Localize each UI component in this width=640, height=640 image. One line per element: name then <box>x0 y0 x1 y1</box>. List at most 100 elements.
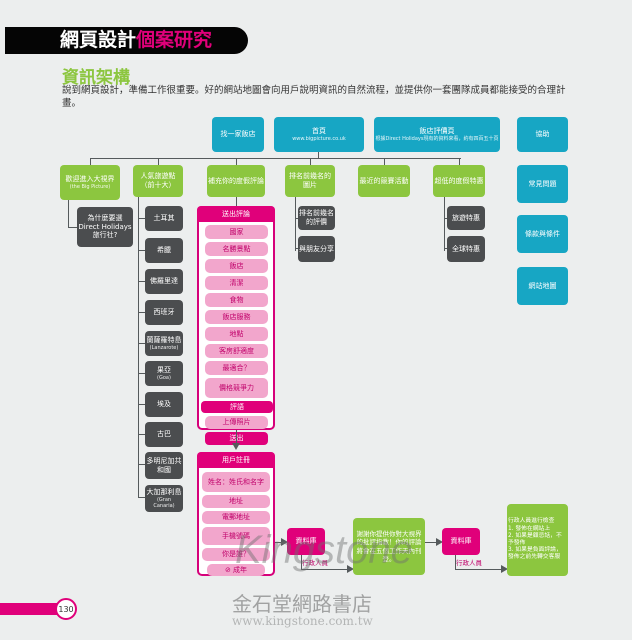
top-nav-box-1-sublabel: www.bigpicture.co.uk <box>292 135 346 142</box>
destination-item[interactable]: 古巴 <box>145 422 183 447</box>
comment-button[interactable]: 評語 <box>201 401 273 413</box>
review-field[interactable]: 價格競爭力 <box>205 378 268 398</box>
review-field-label: 客房舒適度 <box>219 346 254 355</box>
welcome-child[interactable]: 為什麼要選Direct Holidays旅行社? <box>77 207 133 247</box>
register-field-label: 地址 <box>229 497 243 506</box>
connector-line <box>236 197 237 206</box>
register-form-title-label: 用戶註冊 <box>222 455 250 464</box>
destination-item-label: 埃及 <box>157 400 171 409</box>
deals-child-label: 旅遊特惠 <box>452 213 480 222</box>
section-box-1[interactable]: 人氣旅遊點（前十大） <box>133 165 183 197</box>
help-item-1[interactable]: 條款與條件 <box>517 215 568 253</box>
thanks-message-box-label: 謝謝你提供你對大視界的批評指教！你的評論將會在五個工作天內刊登。 <box>356 530 422 563</box>
page-number-bar <box>0 603 58 615</box>
destination-item[interactable]: 大加那利島(Gran Canaria) <box>145 485 183 512</box>
register-field-label: 電郵地址 <box>222 513 250 522</box>
top-nav-box-2[interactable]: 飯店評價頁根據Direct Holidays現有的資料來看，約有四百五十頁 <box>374 117 500 152</box>
destination-item-label: 希臘 <box>157 246 171 255</box>
review-form-title: 送出評論 <box>197 206 275 222</box>
database-box-2: 資料庫 <box>442 528 480 555</box>
section-box-3[interactable]: 排名前幾名的圖片 <box>285 165 335 197</box>
upload-photo-button[interactable]: 上傳照片 <box>205 416 268 429</box>
destination-item-label: 佛羅里達 <box>150 277 178 286</box>
deals-child[interactable]: 全球特惠 <box>447 236 485 262</box>
destination-item[interactable]: 蘭薩羅特島(Lanzarote) <box>145 331 183 356</box>
chapter-title-bar: 網頁設計個案研究 <box>5 27 248 54</box>
register-field[interactable]: 姓名：姓氏和名字 <box>202 472 270 492</box>
section-box-5[interactable]: 超低的度假特惠 <box>433 165 485 197</box>
help-item-2[interactable]: 網站地圖 <box>517 267 568 305</box>
ranking-child[interactable]: 與朋友分享 <box>298 236 335 262</box>
top-nav-box-3-label: 協助 <box>535 130 550 139</box>
section-box-0[interactable]: 歡迎進入大視界(the Big Picture) <box>60 165 120 200</box>
top-nav-box-3[interactable]: 協助 <box>517 117 568 152</box>
destination-item[interactable]: 多明尼加共和國 <box>145 452 183 479</box>
destination-item[interactable]: 埃及 <box>145 392 183 417</box>
section-box-2[interactable]: 補充你的度假評論 <box>207 165 265 197</box>
destination-item[interactable]: 佛羅里達 <box>145 269 183 294</box>
connector-line <box>138 373 145 374</box>
admin-review-box-label: 行政人員進行檢查 1. 發佈在網站上 2. 如果是顧忌話，不予發佈 3. 如果是… <box>508 518 562 561</box>
connector-line <box>138 404 145 405</box>
help-item-0[interactable]: 常見問題 <box>517 165 568 203</box>
adult-checkbox[interactable]: ⊘ 成年 <box>207 564 265 576</box>
register-field[interactable]: 地址 <box>202 495 270 508</box>
top-nav-box-1-label: 首頁 <box>312 127 326 135</box>
admin-label-1-label: 行政人員 <box>302 559 328 567</box>
connector-line <box>301 569 347 570</box>
connector-line <box>444 218 447 219</box>
connector-line <box>138 218 145 219</box>
review-field[interactable]: 地點 <box>205 327 268 341</box>
review-field[interactable]: 飯店 <box>205 259 268 273</box>
help-item-2-label: 網站地圖 <box>528 281 557 290</box>
top-nav-box-0[interactable]: 找一家飯店 <box>212 117 264 152</box>
section-box-4[interactable]: 最近的競賽活動 <box>358 165 410 197</box>
connector-line <box>138 281 145 282</box>
review-field[interactable]: 食物 <box>205 293 268 307</box>
admin-review-box: 行政人員進行檢查 1. 發佈在網站上 2. 如果是顧忌話，不予發佈 3. 如果是… <box>507 504 568 576</box>
connector-line <box>68 227 77 228</box>
ranking-child-label: 排名前幾名的評價 <box>299 209 334 226</box>
connector-line <box>90 158 91 165</box>
destination-item[interactable]: 希臘 <box>145 238 183 263</box>
register-field[interactable]: 電郵地址 <box>202 511 270 524</box>
register-field-label: 姓名：姓氏和名字 <box>208 477 264 486</box>
connector-line <box>138 434 145 435</box>
comment-button-label: 評語 <box>230 402 244 411</box>
watermark-cn: 金石堂網路書店 <box>232 592 372 616</box>
review-field[interactable]: 飯店服務 <box>205 310 268 324</box>
connector-line <box>138 250 145 251</box>
destination-item[interactable]: 西班牙 <box>145 300 183 325</box>
welcome-child-label: 為什麼要選Direct Holidays旅行社? <box>78 213 132 240</box>
arrow-right-icon <box>281 538 288 546</box>
destination-item-label: 西班牙 <box>153 308 175 317</box>
section-box-1-label: 人氣旅遊點（前十大） <box>140 172 176 189</box>
admin-label-1: 行政人員 <box>302 557 342 567</box>
review-field[interactable]: 名勝景點 <box>205 242 268 256</box>
review-field-label: 國家 <box>229 227 244 236</box>
register-field[interactable]: 手機號碼 <box>202 527 270 545</box>
connector-line <box>384 158 385 165</box>
connector-line <box>310 158 311 165</box>
review-field[interactable]: 清潔 <box>205 276 268 290</box>
deals-child[interactable]: 旅遊特惠 <box>447 206 485 230</box>
check-circle-icon: ⊘ <box>224 565 234 574</box>
database-box-1: 資料庫 <box>287 528 325 555</box>
review-field[interactable]: 最適合？ <box>205 361 268 375</box>
connector-line <box>455 569 501 570</box>
review-field[interactable]: 客房舒適度 <box>205 344 268 358</box>
adult-checkbox-label: 成年 <box>233 565 248 574</box>
register-field-label: 手機號碼 <box>222 531 250 540</box>
review-field-label: 食物 <box>229 295 244 304</box>
destination-item[interactable]: 土耳其 <box>145 206 183 231</box>
section-title: 資訊架構 <box>62 68 130 88</box>
destination-item[interactable]: 果亞(Goa) <box>145 361 183 386</box>
help-item-0-label: 常見問題 <box>528 179 557 188</box>
review-field[interactable]: 國家 <box>205 225 268 239</box>
top-nav-box-2-sublabel: 根據Direct Holidays現有的資料來看，約有四百五十頁 <box>375 135 499 142</box>
chapter-title-highlight: 個案研究 <box>136 29 213 51</box>
ranking-child[interactable]: 排名前幾名的評價 <box>298 206 335 230</box>
page-number: 130 <box>55 598 77 620</box>
register-field[interactable]: 你是誰？ <box>202 548 270 561</box>
